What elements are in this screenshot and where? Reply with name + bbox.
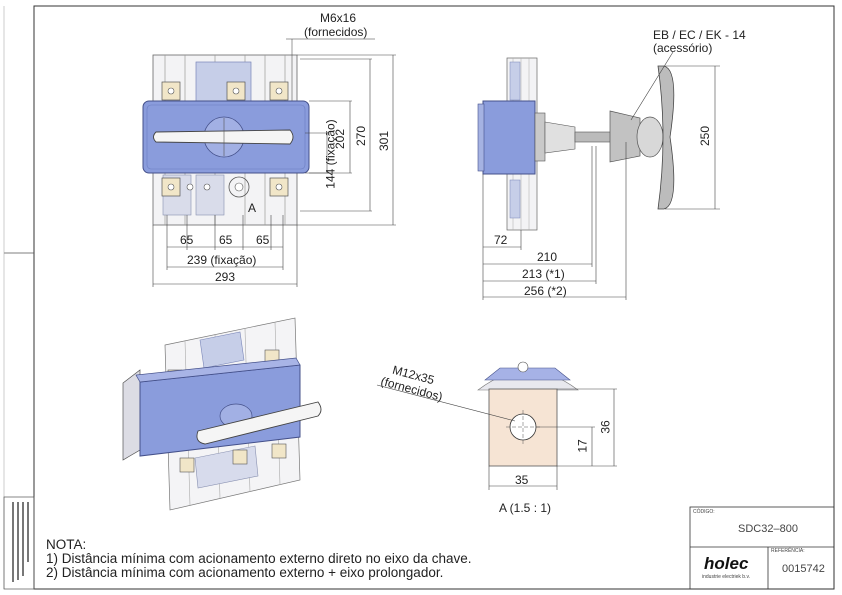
dim-65-c: 65 [256, 233, 270, 247]
notes-heading: NOTA: [46, 537, 87, 552]
isometric-view [122, 317, 322, 511]
screw-callout-l1: M6x16 [320, 11, 357, 25]
ref-value: 0015742 [782, 563, 825, 575]
code-label: CÓDIGO: [693, 509, 715, 515]
screw-callout-l2: (fornecidos) [304, 25, 368, 39]
code-value: SDC32–800 [738, 523, 798, 535]
note-line-2: 2) Distância mínima com acionamento exte… [46, 565, 444, 580]
detail-a-view [376, 361, 617, 490]
dim-210: 210 [537, 250, 558, 264]
detail-ref-a: A [248, 201, 257, 215]
dim-35: 35 [515, 473, 529, 487]
dim-270: 270 [354, 125, 369, 147]
brand-logo: holec [704, 554, 749, 573]
dim-256: 256 (*2) [524, 284, 567, 298]
dim-213: 213 (*1) [522, 267, 565, 281]
brand-subtitle: industrie electriek b.v. [702, 574, 750, 580]
dim-293: 293 [215, 270, 236, 284]
dim-202: 202 [333, 128, 348, 150]
dim-239: 239 (fixação) [187, 253, 257, 267]
drawing-border [33, 5, 835, 590]
detail-caption: A (1.5 : 1) [499, 501, 552, 515]
title-block [689, 506, 835, 590]
note-line-1: 1) Distância mínima com acionamento exte… [46, 551, 472, 566]
side-view [477, 51, 720, 300]
top-view [142, 38, 396, 287]
copyright-box [3, 496, 35, 590]
dim-36: 36 [598, 420, 613, 434]
dim-250: 250 [698, 125, 713, 147]
dim-17: 17 [575, 439, 590, 453]
dim-65-a: 65 [180, 233, 194, 247]
dim-65-b: 65 [219, 233, 233, 247]
accessory-callout-l2: (acessório) [653, 41, 713, 55]
dim-301: 301 [377, 130, 392, 152]
accessory-callout-l1: EB / EC / EK - 14 [653, 28, 746, 42]
ref-label: REFERÊNCIA: [771, 548, 805, 554]
dim-72: 72 [494, 233, 508, 247]
